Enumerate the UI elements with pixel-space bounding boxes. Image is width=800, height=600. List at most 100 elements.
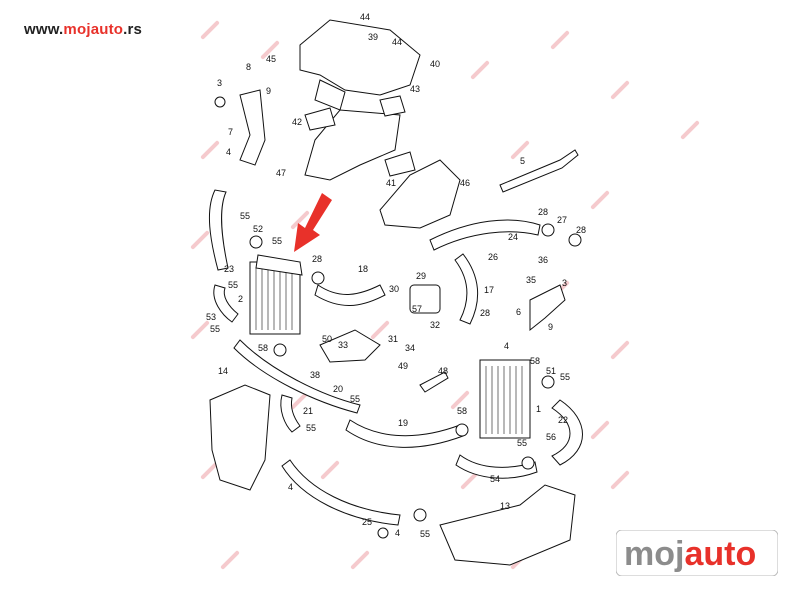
nut-3 — [214, 96, 226, 108]
intake-manifold-lower — [304, 109, 401, 181]
callout-label: 58 — [258, 343, 268, 353]
callout-label: 24 — [508, 232, 518, 242]
throttle-body — [409, 284, 441, 314]
callout-label: 23 — [224, 264, 234, 274]
hose-23 — [208, 189, 229, 271]
callout-label: 22 — [558, 415, 568, 425]
clamp-28b — [568, 233, 582, 247]
clamp-55c — [413, 508, 427, 522]
brand-logo-right: auto — [684, 535, 756, 573]
callout-label: 36 — [538, 255, 548, 265]
callout-label: 57 — [412, 304, 422, 314]
callout-label: 40 — [430, 59, 440, 69]
svg-text:mojauto: mojauto — [624, 535, 756, 573]
intercooler-left — [249, 261, 301, 335]
hose-21 — [280, 394, 301, 433]
intercooler-right-fins — [485, 366, 523, 434]
callout-label: 1 — [536, 404, 541, 414]
pipe-25 — [281, 459, 401, 526]
callout-label: 49 — [398, 361, 408, 371]
callout-label: 46 — [460, 178, 470, 188]
callout-label: 33 — [338, 340, 348, 350]
callout-label: 21 — [303, 406, 313, 416]
callout-label: 30 — [389, 284, 399, 294]
callout-label: 29 — [416, 271, 426, 281]
callout-label: 28 — [480, 308, 490, 318]
callout-label: 6 — [516, 307, 521, 317]
callout-label: 9 — [548, 322, 553, 332]
clamp-58b — [455, 423, 469, 437]
callout-label: 20 — [333, 384, 343, 394]
callout-label: 28 — [576, 225, 586, 235]
callout-label: 55 — [210, 324, 220, 334]
gasket-42 — [304, 107, 336, 131]
brand-logo-left: moj — [624, 535, 684, 573]
bracket-33 — [319, 329, 381, 363]
bracket-48 — [419, 371, 449, 393]
callout-label: 34 — [405, 343, 415, 353]
callout-label: 17 — [484, 285, 494, 295]
gasket-43 — [379, 95, 406, 117]
callout-label: 50 — [322, 334, 332, 344]
watermark-pattern — [190, 20, 700, 570]
callout-label: 19 — [398, 418, 408, 428]
callout-label: 32 — [430, 320, 440, 330]
callout-label: 28 — [538, 207, 548, 217]
hose-18 — [314, 284, 386, 306]
nut-4 — [377, 527, 389, 539]
callout-label: 48 — [438, 366, 448, 376]
air-guide-14 — [209, 384, 271, 491]
callout-label: 47 — [276, 168, 286, 178]
callout-label: 2 — [238, 294, 243, 304]
callout-label: 58 — [530, 356, 540, 366]
clamp-55b — [521, 456, 535, 470]
hose-22 — [551, 399, 583, 466]
hose-24 — [429, 219, 541, 251]
callout-label: 52 — [253, 224, 263, 234]
callout-label: 9 — [266, 86, 271, 96]
callout-label: 27 — [557, 215, 567, 225]
clamp-58 — [273, 343, 287, 357]
callout-label: 42 — [292, 117, 302, 127]
callout-label: 55 — [350, 394, 360, 404]
callout-label: 55 — [517, 438, 527, 448]
callout-label: 55 — [560, 372, 570, 382]
callout-label: 25 — [362, 517, 372, 527]
callout-label: 39 — [368, 32, 378, 42]
hose-17 — [454, 253, 479, 325]
callout-label: 38 — [310, 370, 320, 380]
bracket-7 — [239, 89, 266, 166]
callout-label: 7 — [228, 127, 233, 137]
callout-label: 43 — [410, 84, 420, 94]
callout-label: 51 — [546, 366, 556, 376]
callout-label: 18 — [358, 264, 368, 274]
callout-label: 54 — [490, 474, 500, 484]
callout-label: 41 — [386, 178, 396, 188]
air-guide-13 — [439, 484, 576, 566]
clamp-28c — [311, 271, 325, 285]
callout-label: 55 — [420, 529, 430, 539]
callout-label: 13 — [500, 501, 510, 511]
callout-labels: 44 39 44 40 45 8 3 9 43 42 7 4 5 47 41 4… — [206, 12, 586, 539]
intercooler-left-fins — [255, 268, 293, 330]
pipe-long — [233, 339, 361, 414]
site-url-prefix: www. — [24, 21, 64, 38]
callout-label: 8 — [246, 62, 251, 72]
hose-53 — [213, 284, 239, 323]
callout-label: 3 — [562, 278, 567, 288]
site-url[interactable]: www.mojauto.rs — [24, 21, 142, 38]
callout-label: 44 — [392, 37, 402, 47]
callout-label: 3 — [217, 78, 222, 88]
callout-label: 56 — [546, 432, 556, 442]
callout-label: 55 — [228, 280, 238, 290]
callout-label: 26 — [488, 252, 498, 262]
clamp-51 — [541, 375, 555, 389]
callout-label: 31 — [388, 334, 398, 344]
pointer-arrow — [294, 193, 332, 252]
callout-label: 14 — [218, 366, 228, 376]
callout-label: 53 — [206, 312, 216, 322]
callout-label: 55 — [240, 211, 250, 221]
callout-label: 4 — [226, 147, 231, 157]
clamp-55 — [249, 235, 263, 249]
